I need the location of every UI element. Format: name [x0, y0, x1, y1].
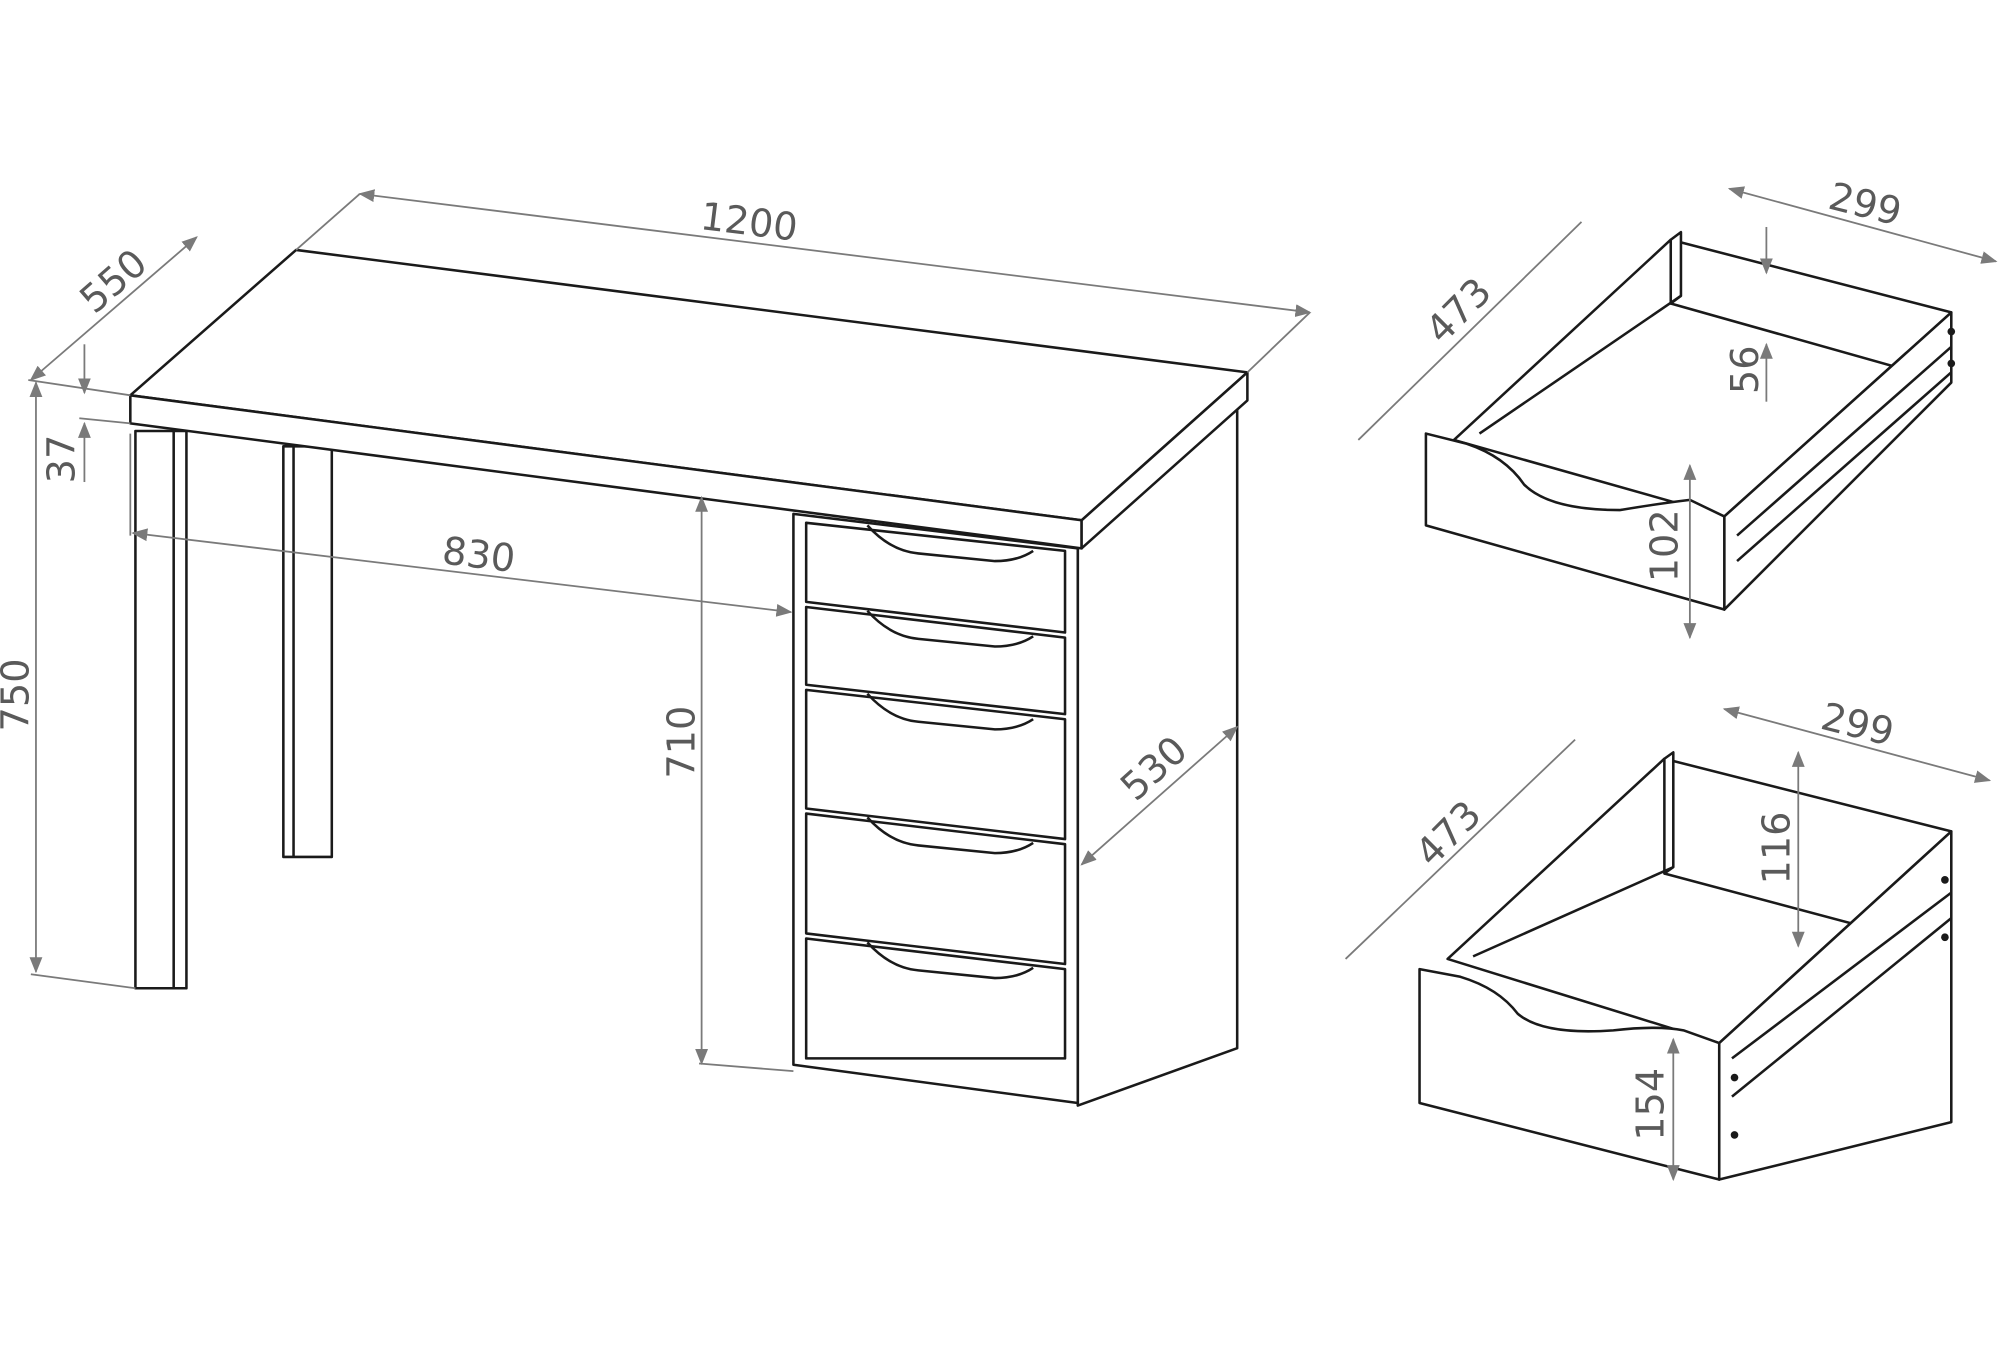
dim-height-label: 750: [0, 658, 39, 731]
dim-line-leg-span: [131, 528, 793, 617]
dim-cabinet-height-label: 710: [659, 706, 704, 779]
dim-drawer-large-inner-label: 116: [1755, 811, 1800, 884]
screw-icon: [1730, 1073, 1739, 1082]
drawer-small-left-side: [1478, 294, 1682, 435]
drawer-large-back: [1663, 751, 1675, 875]
drawer-large-rail: [1731, 891, 1953, 1060]
drawer-handle-3: [866, 692, 1034, 731]
drawer-handle-2: [866, 609, 1034, 648]
drawer-front-5: [804, 937, 1067, 1060]
drawer-handle-5: [866, 941, 1034, 980]
ext-line: [295, 193, 361, 251]
dim-drawer-large-front-label: 154: [1628, 1068, 1673, 1141]
screw-icon: [1941, 876, 1949, 884]
screw-icon: [1730, 1131, 1739, 1139]
dim-thickness-label: 37: [40, 435, 85, 484]
dim-leg-span-label: 830: [440, 528, 518, 582]
drawer-small-rail: [1736, 371, 1953, 563]
dim-line-drawer-large-depth: [1344, 738, 1576, 960]
dim-width-label: 1200: [698, 194, 800, 251]
drawer-front-4: [804, 812, 1067, 966]
cabinet-drawers: [804, 521, 1067, 1060]
drawer-front-2: [804, 605, 1067, 716]
dim-drawer-large-depth-label: 473: [1407, 792, 1490, 875]
drawer-front-1: [804, 521, 1067, 634]
screw-icon: [1947, 327, 1956, 336]
dim-line-drawer-large-width: [1722, 706, 1992, 783]
drawer-small-rail: [1736, 345, 1953, 537]
ext-line: [30, 973, 136, 990]
drawer-large-rail: [1731, 917, 1953, 1098]
screw-icon: [1947, 359, 1956, 368]
dim-line-width: [358, 189, 1312, 318]
front-leg: [134, 429, 188, 990]
drawer-small-back: [1669, 230, 1683, 305]
drawer-small-front: [1424, 432, 1726, 611]
dim-line-cabinet-depth: [1080, 725, 1239, 866]
dim-drawer-large-width-label: 299: [1817, 694, 1899, 755]
dim-drawer-small-depth-label: 473: [1417, 269, 1500, 352]
dim-drawer-small-front-label: 102: [1642, 509, 1687, 582]
ext-line: [79, 417, 131, 425]
ext-line: [1246, 311, 1311, 373]
desktop-side-edge: [1080, 371, 1249, 550]
ext-line: [28, 379, 131, 397]
dim-line-depth: [29, 236, 198, 382]
dim-line-drawer-small-width: [1727, 186, 1998, 264]
dim-line-drawer-small-depth: [1357, 221, 1583, 441]
desk: [129, 248, 1249, 1107]
dim-drawer-small-width-label: 299: [1824, 174, 1906, 235]
drawer-handle-4: [866, 816, 1034, 855]
drawer-handle-1: [866, 524, 1034, 563]
screw-icon: [1941, 933, 1949, 942]
drawer-front-3: [804, 688, 1067, 841]
drawer-small: [1424, 230, 1956, 611]
back-leg: [282, 445, 334, 859]
dim-drawer-small-inner-label: 56: [1723, 345, 1768, 394]
ext-line: [698, 1062, 794, 1073]
dim-depth-label: 550: [71, 241, 156, 323]
drawer-large-front: [1418, 967, 1721, 1181]
drawer-large: [1418, 751, 1953, 1181]
drawer-large-left-side: [1472, 865, 1674, 958]
